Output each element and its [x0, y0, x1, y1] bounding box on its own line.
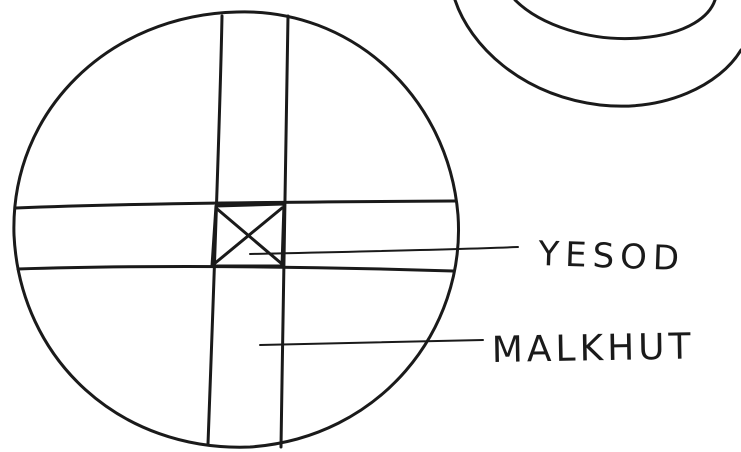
yesod-leader-line — [250, 247, 518, 254]
malkhut-leader-line — [260, 340, 483, 345]
malkhut-label: MALKHUT — [491, 326, 694, 371]
outer-ring-arc — [455, 0, 741, 106]
yesod-label: YESOD — [537, 234, 686, 279]
yesod-square — [212, 204, 284, 266]
main-circle — [14, 12, 459, 447]
inner-ring-arc — [515, 0, 715, 39]
concentric-circles-partial — [455, 0, 741, 106]
vertical-band — [208, 16, 288, 447]
horizontal-band — [16, 201, 456, 271]
